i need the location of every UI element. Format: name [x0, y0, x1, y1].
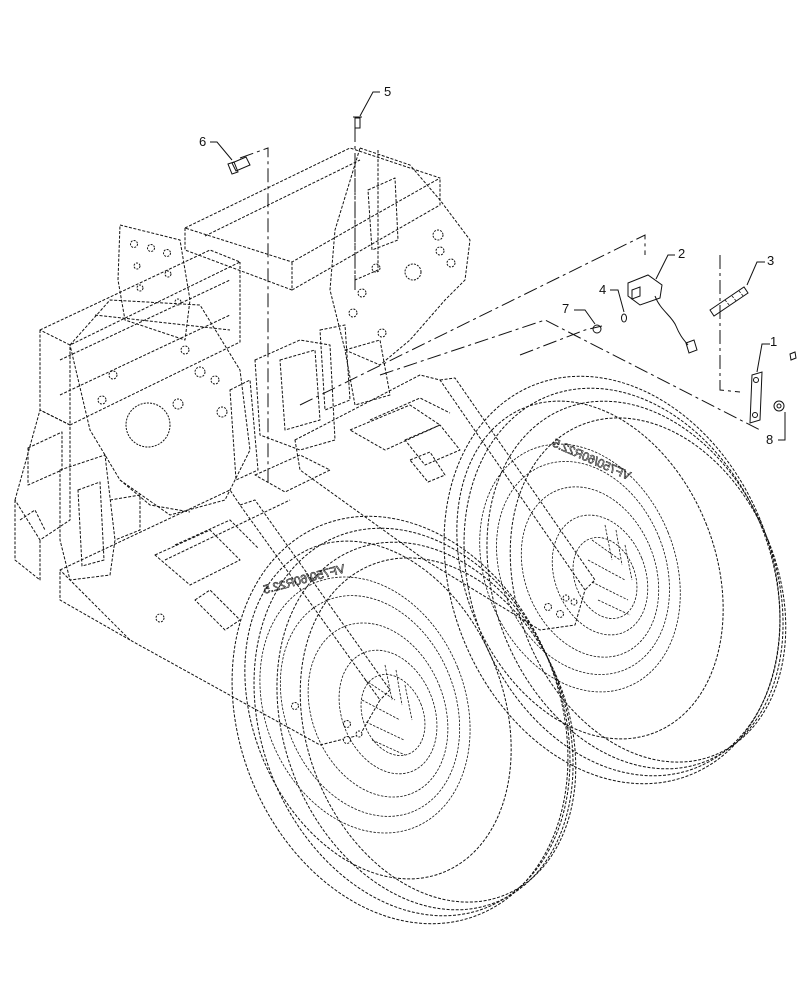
callout-7: 7 — [562, 301, 569, 316]
callout-6: 6 — [199, 134, 206, 149]
callout-2: 2 — [678, 246, 685, 261]
pin-part-3 — [709, 286, 749, 317]
callout-8: 8 — [766, 432, 773, 447]
callout-4: 4 — [599, 282, 606, 297]
callout-numbers: 1 2 3 4 5 6 7 8 — [199, 84, 777, 447]
bolt-part-5 — [353, 116, 362, 129]
axle-beams — [59, 374, 596, 746]
washer-part-4 — [621, 313, 627, 323]
main-frame — [14, 147, 471, 581]
rear-tire-label: VF750/60R22.5 — [550, 436, 633, 483]
small-parts — [227, 116, 797, 424]
sensor-part-2 — [627, 274, 698, 354]
callout-5: 5 — [384, 84, 391, 99]
front-wheel: VF750/60R22.5 — [231, 515, 577, 925]
nut-part-7 — [592, 324, 602, 334]
callout-3: 3 — [767, 253, 774, 268]
callout-1: 1 — [770, 334, 777, 349]
rear-wheel: VF750/60R22.5 — [443, 375, 787, 785]
callout-leaders — [210, 91, 786, 441]
bolt-part-6 — [227, 156, 251, 175]
nut-part-8 — [773, 400, 785, 412]
assembly-lines — [239, 128, 761, 482]
bracket-part-1 — [749, 351, 797, 424]
